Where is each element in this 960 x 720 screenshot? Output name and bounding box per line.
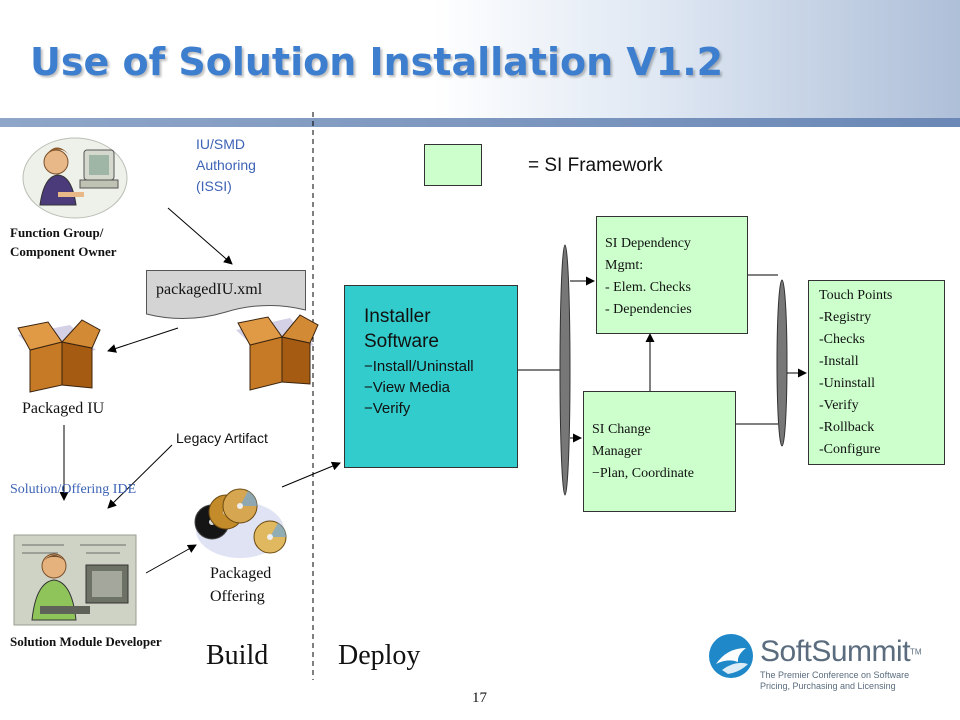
packaged-offering-cd-illustration <box>194 488 287 558</box>
page-number: 17 <box>472 690 487 706</box>
packaged-iu-label: Packaged IU <box>22 400 105 417</box>
logo-name: SoftSummit <box>760 635 911 668</box>
logo-trademark: TM <box>910 647 922 657</box>
arrow-xml-to-packaged-iu <box>107 327 179 353</box>
installer-item: −View Media <box>364 379 451 396</box>
arrow-legacy-to-ide <box>107 444 173 509</box>
header-bar <box>0 118 960 127</box>
bus-ellipse-right <box>776 279 788 447</box>
document-shape <box>146 270 306 319</box>
si-change-manager-box: SI Change Manager −Plan, Coordinate <box>583 391 736 512</box>
logo-tagline: The Premier Conference on Software Prici… <box>760 670 910 691</box>
deploy-phase-label: Deploy <box>338 640 421 671</box>
legacy-box-illustration <box>236 314 319 391</box>
si-dependency-mgmt-box: SI Dependency Mgmt: - Elem. Checks - Dep… <box>596 216 748 334</box>
arrow-developer-to-offering <box>145 544 197 574</box>
bus-ellipse-left <box>559 244 571 496</box>
packaged-iu-box-illustration <box>17 319 101 393</box>
ide-label: Solution/Offering IDE <box>10 482 137 497</box>
installer-item: −Verify <box>364 400 411 417</box>
installer-software-box: Installer Software −Install/Uninstall −V… <box>344 285 518 468</box>
legend-label: = SI Framework <box>528 155 663 176</box>
arrow-owner-to-xml <box>167 207 233 265</box>
softsummit-logo: SoftSummitTM The Premier Conference on S… <box>760 635 922 692</box>
packaged-offering-label: Packaged Offering <box>210 565 272 605</box>
legend-swatch <box>424 144 482 186</box>
installer-items: −Install/Uninstall −View Media −Verify <box>364 356 517 419</box>
installer-title: Installer Software <box>364 306 439 352</box>
build-phase-label: Build <box>206 640 269 671</box>
xml-file-label: packagedIU.xml <box>156 281 263 298</box>
developer-label: Solution Module Developer <box>10 634 162 649</box>
arrow-offering-to-installer <box>281 461 341 488</box>
softsummit-logo-icon <box>709 634 753 678</box>
developer-illustration <box>13 534 137 626</box>
header-gradient <box>0 0 960 118</box>
legacy-artifact-label: Legacy Artifact <box>176 430 268 446</box>
authoring-label: IU/SMD Authoring (ISSI) <box>196 136 256 194</box>
touch-points-box: Touch Points -Registry -Checks -Install … <box>808 280 945 465</box>
function-owner-illustration <box>22 137 128 219</box>
xml-file-document: packagedIU.xml <box>146 270 306 322</box>
installer-item: −Install/Uninstall <box>364 358 474 375</box>
function-owner-label: Function Group/ Component Owner <box>10 225 117 259</box>
page-title: Use of Solution Installation V1.2 <box>30 40 724 84</box>
